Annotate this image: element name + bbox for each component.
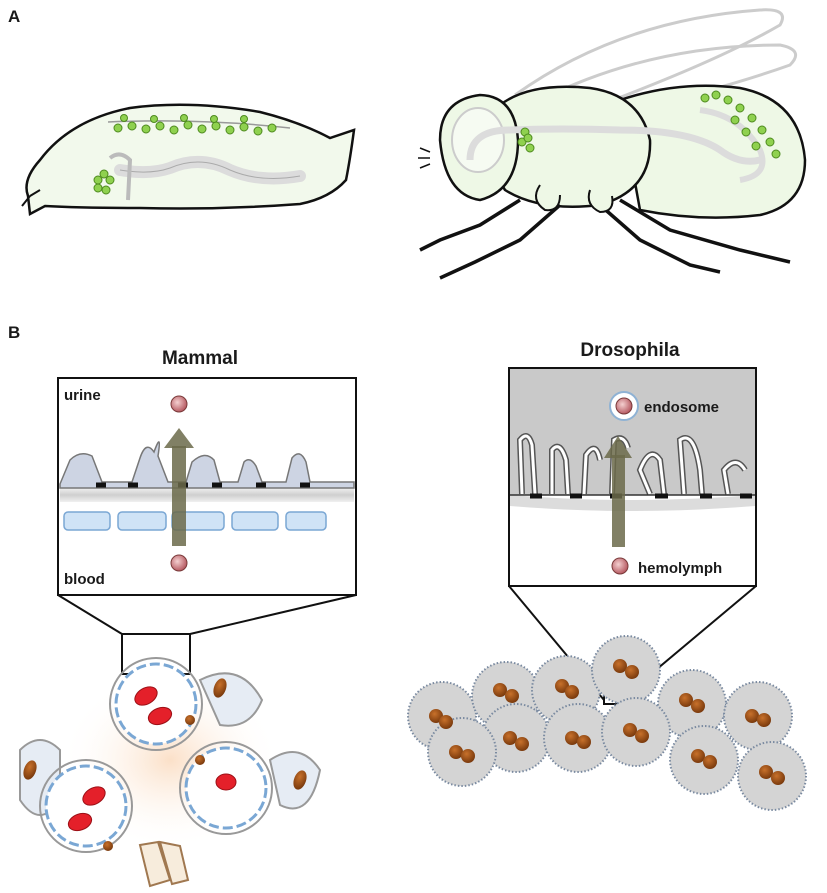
adult-fly-illustration <box>418 8 807 280</box>
panel-b-label: B <box>8 323 20 342</box>
nephrocyte-cluster <box>407 635 807 811</box>
drosophila-particle-bottom <box>611 557 629 575</box>
mammal-transport-arrow <box>172 446 186 546</box>
drosophila-zoom-box: endosome hemolymph <box>508 367 757 587</box>
panel-a-label: A <box>8 7 20 26</box>
fly-nephrocytes <box>517 90 781 159</box>
mammal-title: Mammal <box>162 348 238 369</box>
mammal-blood-label: blood <box>64 571 105 588</box>
mammal-zoom-box: urine blood <box>57 377 357 596</box>
mammal-glomerulus <box>19 657 322 888</box>
larva-illustration <box>21 103 356 216</box>
drosophila-transport-arrow <box>612 455 625 547</box>
larva-nephrocytes <box>93 114 277 195</box>
mammal-urine-label: urine <box>64 387 101 404</box>
drosophila-title: Drosophila <box>580 340 680 361</box>
endosome-label: endosome <box>644 399 719 416</box>
hemolymph-label: hemolymph <box>638 560 722 577</box>
mammal-particle-bottom <box>170 554 188 572</box>
mammal-particle-top <box>170 395 188 413</box>
